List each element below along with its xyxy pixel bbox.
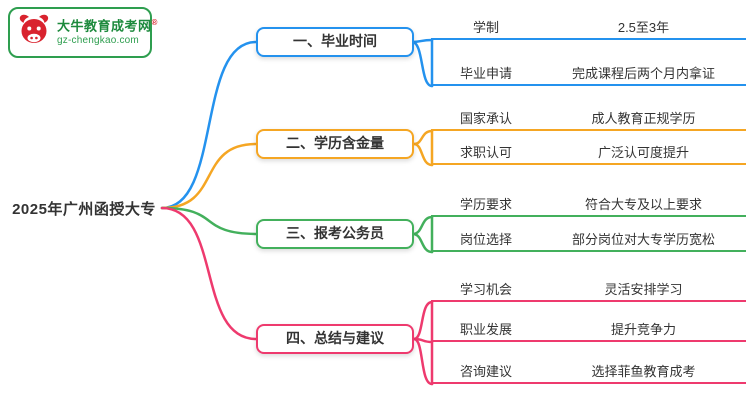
root-node: 2025年广州函授大专: [12, 201, 156, 218]
leaf-value: 部分岗位对大专学历宽松: [571, 231, 715, 247]
leaf-graduation-application: 毕业申请 完成课程后两个月内拿证: [431, 60, 746, 86]
branch-summary-advice: 四、总结与建议: [256, 324, 414, 354]
leaf-label: 毕业申请: [459, 65, 512, 81]
leaf-label: 国家承认: [459, 110, 512, 126]
leaf-career-development: 职业发展 提升竞争力: [431, 316, 746, 342]
leaf-value: 完成课程后两个月内拿证: [571, 65, 715, 81]
leaf-learning-opportunity: 学习机会 灵活安排学习: [431, 276, 746, 302]
link-branch2-leaf2: [412, 142, 434, 167]
leaf-education-requirement: 学历要求 符合大专及以上要求: [431, 191, 746, 217]
branch-degree-value: 二、学历含金量: [256, 129, 414, 159]
link-branch1-leaf1: [410, 38, 434, 44]
trademark-mark: ®: [151, 17, 158, 27]
link-branch4-leaf2: [412, 337, 434, 344]
leaf-label: 学制: [472, 19, 499, 35]
leaf-label: 职业发展: [459, 321, 512, 337]
leaf-label: 学历要求: [459, 196, 512, 212]
link-root-branch4: [160, 206, 258, 341]
leaf-label: 咨询建议: [459, 363, 512, 379]
leaf-label: 求职认可: [459, 144, 512, 160]
link-root-branch1: [160, 40, 258, 210]
leaf-consulting-advice: 咨询建议 选择菲鱼教育成考: [431, 358, 746, 384]
link-branch1-leaf2: [410, 40, 434, 88]
branch-graduation-time: 一、毕业时间: [256, 27, 414, 57]
link-branch4-leaf3: [412, 337, 434, 386]
leaf-state-recognition: 国家承认 成人教育正规学历: [431, 105, 746, 131]
leaf-schooling-length: 学制 2.5至3年: [431, 14, 746, 40]
leaf-label: 岗位选择: [459, 231, 512, 247]
leaf-value: 提升竞争力: [610, 321, 676, 337]
link-branch4-leaf1: [412, 300, 434, 341]
site-logo: 大牛教育成考网® gz-chengkao.com: [8, 7, 157, 58]
link-branch2-leaf1: [412, 129, 434, 146]
leaf-label: 学习机会: [459, 281, 512, 297]
leaf-job-recognition: 求职认可 广泛认可度提升: [431, 139, 746, 165]
branch-civil-service: 三、报考公务员: [256, 219, 414, 249]
leaf-position-selection: 岗位选择 部分岗位对大专学历宽松: [431, 226, 746, 252]
link-branch3-leaf1: [411, 215, 434, 236]
leaf-value: 成人教育正规学历: [591, 110, 696, 126]
link-branch3-leaf2: [411, 232, 434, 254]
leaf-value: 选择菲鱼教育成考: [591, 363, 696, 379]
site-url: gz-chengkao.com: [57, 34, 139, 46]
leaf-value: 2.5至3年: [617, 19, 670, 35]
leaf-value: 符合大专及以上要求: [584, 196, 702, 212]
link-root-branch3: [160, 206, 260, 236]
link-root-branch2: [160, 142, 258, 210]
leaf-value: 广泛认可度提升: [597, 144, 689, 160]
leaf-value: 灵活安排学习: [604, 281, 683, 297]
site-name: 大牛教育成考网®: [57, 17, 158, 34]
bull-logo-icon: [17, 12, 51, 53]
